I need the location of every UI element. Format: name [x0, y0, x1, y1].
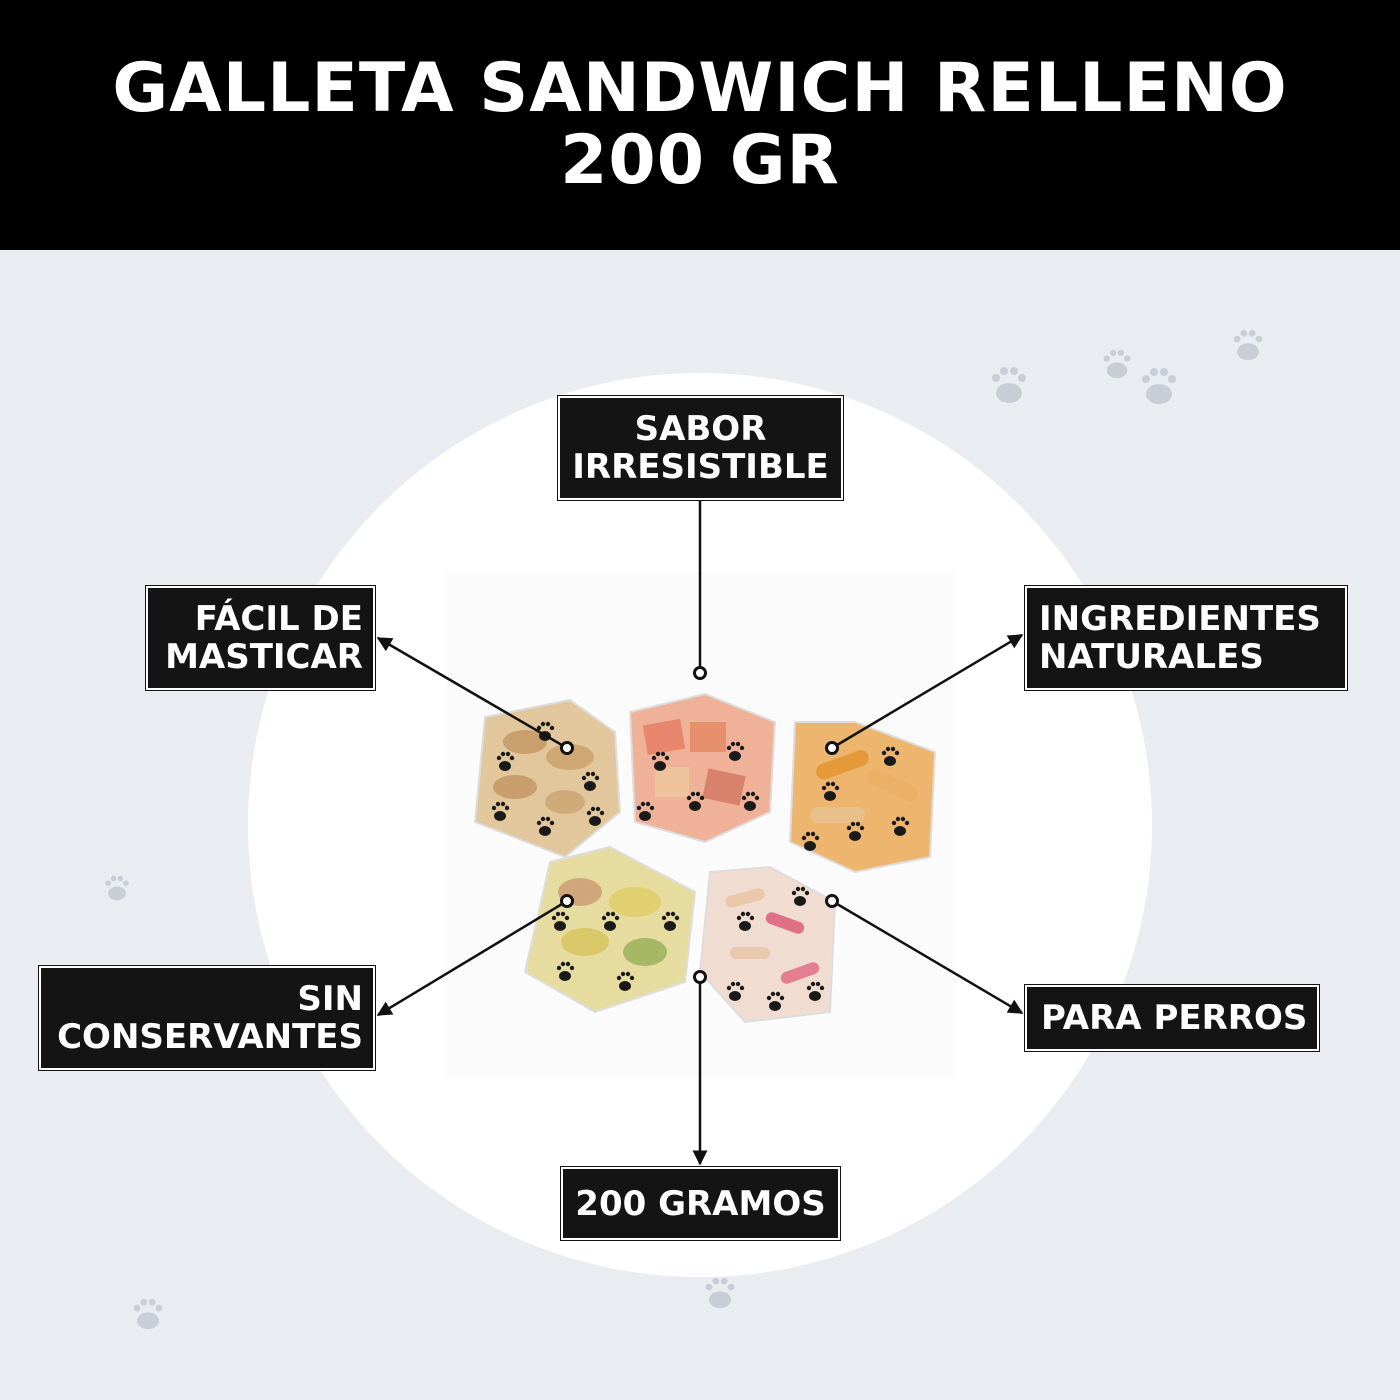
label-200-gramos: 200 GRAMOS: [560, 1166, 841, 1241]
paw-print-icon: [133, 1298, 163, 1330]
label-sabor-irresistible: SABOR IRRESISTIBLE: [557, 395, 844, 501]
bag-mixed-cookies: [523, 845, 697, 1014]
label-text: CONSERVANTES: [57, 1017, 363, 1057]
label-text: SIN: [297, 979, 363, 1019]
label-text: IRRESISTIBLE: [572, 447, 829, 487]
label-text: FÁCIL DE: [194, 599, 363, 639]
label-text: PARA PERROS: [1041, 998, 1308, 1038]
product-title-line-2: 200 GR: [560, 121, 840, 200]
label-text: NATURALES: [1039, 637, 1264, 677]
label-facil-de-masticar: FÁCIL DE MASTICAR: [145, 585, 376, 691]
paw-print-icon: [705, 1277, 735, 1309]
bag-pink-bone-cookies: [698, 865, 837, 1024]
label-para-perros: PARA PERROS: [1024, 984, 1320, 1052]
header-banner: GALLETA SANDWICH RELLENO 200 GR: [0, 0, 1400, 250]
product-title-line-1: GALLETA SANDWICH RELLENO: [112, 49, 1288, 128]
bag-pink-square-cookies: [628, 692, 777, 844]
paw-print-icon: [1233, 329, 1263, 361]
label-ingredientes-naturales: INGREDIENTES NATURALES: [1024, 585, 1348, 691]
product-photo: [445, 572, 955, 1077]
label-text: INGREDIENTES: [1039, 599, 1321, 639]
paw-print-icon: [992, 367, 1026, 403]
paw-print-icon: [1142, 368, 1176, 404]
bag-orange-bone-cookies: [788, 721, 937, 874]
label-text: 200 GRAMOS: [575, 1183, 826, 1224]
label-text: SABOR: [634, 409, 767, 449]
bag-peanut-cookies: [473, 698, 622, 859]
label-text: MASTICAR: [165, 637, 363, 677]
paw-print-icon: [1103, 349, 1131, 379]
paw-print-icon: [105, 875, 129, 901]
label-sin-conservantes: SIN CONSERVANTES: [38, 965, 376, 1071]
cookie-bags-illustration: [473, 692, 937, 1024]
